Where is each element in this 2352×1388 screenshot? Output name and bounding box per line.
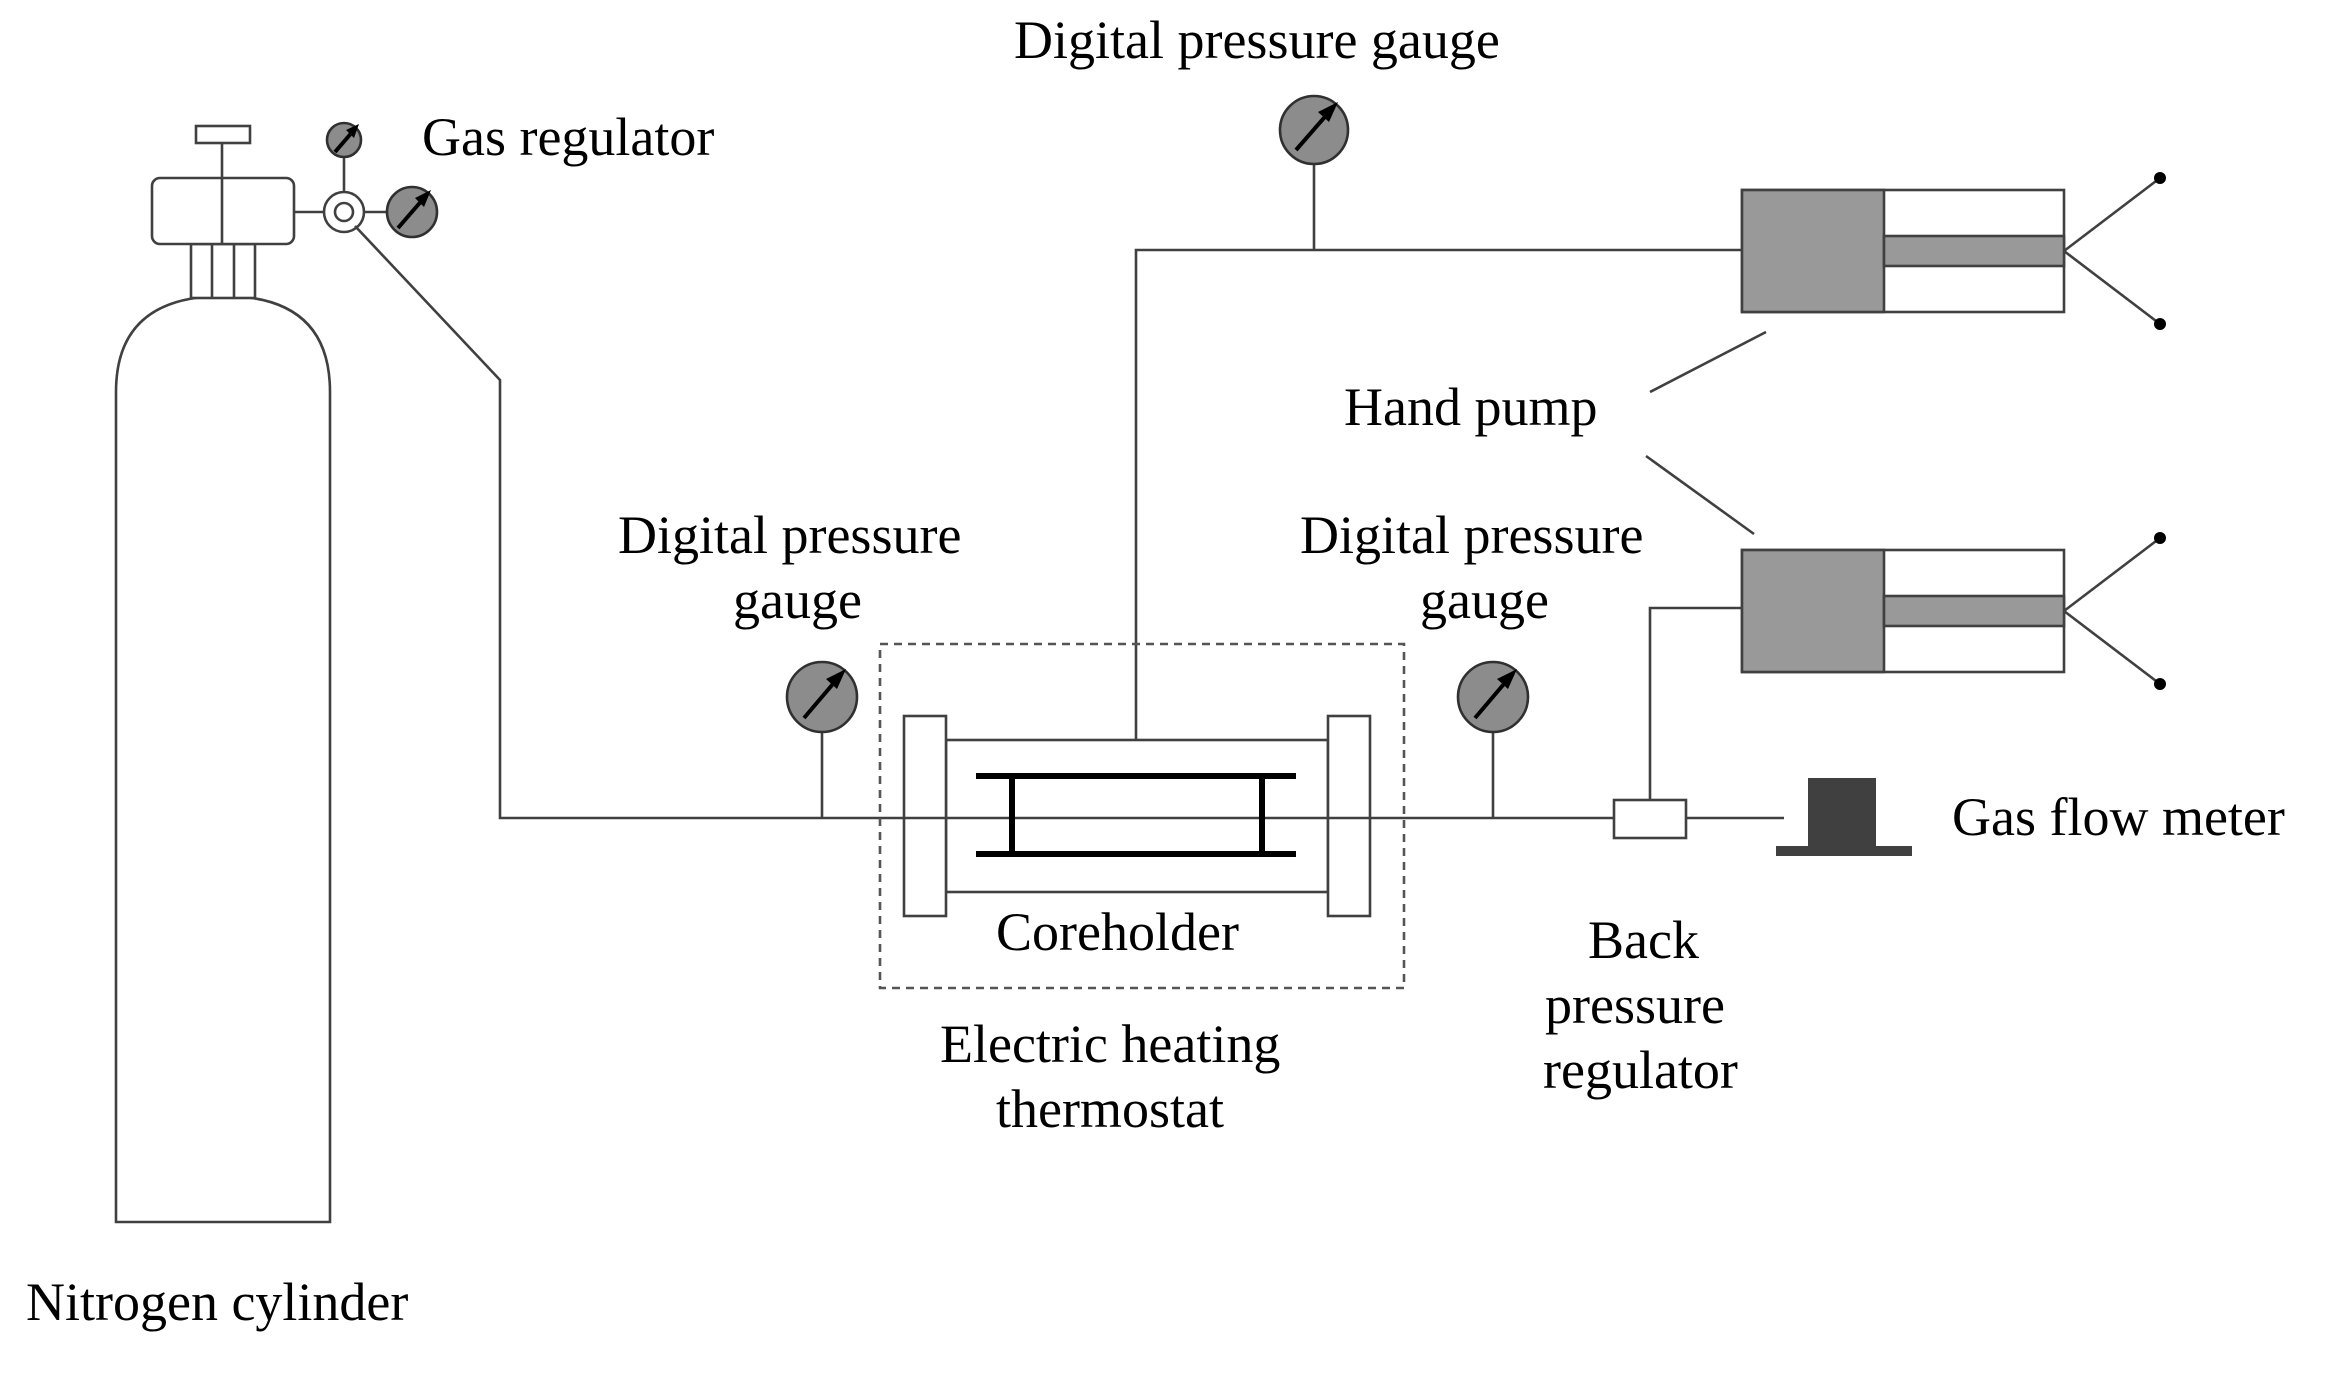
hand-pump-leader-upper: [1649, 330, 1767, 394]
coreholder: [902, 714, 1372, 918]
piping: [354, 162, 1784, 820]
hand-pump-lower: [1740, 532, 2166, 690]
coreholder-label: Coreholder: [996, 902, 1239, 962]
bpr-label-line3: regulator: [1543, 1040, 1738, 1100]
top-gauge-label: Digital pressure gauge: [1014, 10, 1500, 70]
left-gauge-label-line2: gauge: [733, 570, 862, 630]
back-pressure-regulator: [1612, 798, 1688, 840]
gas-regulator-label: Gas regulator: [422, 107, 714, 167]
top-pressure-gauge-icon: [1278, 94, 1350, 166]
gas-flow-meter: [1776, 778, 1912, 856]
nitrogen-cylinder: [114, 124, 332, 1224]
left-pressure-gauge-icon: [785, 660, 859, 734]
bpr-label-line2: pressure: [1545, 975, 1725, 1035]
hand-pump-upper: [1740, 172, 2166, 330]
hand-pump-leader-lower: [1645, 454, 1755, 536]
regulator-gauge-icon: [385, 185, 439, 239]
gas-flow-meter-label: Gas flow meter: [1952, 787, 2285, 847]
right-gauge-label-line2: gauge: [1420, 570, 1549, 630]
regulator-small-gauge-icon: [325, 121, 363, 159]
hand-pump-label: Hand pump: [1344, 377, 1597, 437]
thermostat-label-line1: Electric heating: [940, 1014, 1280, 1074]
right-gauge-label-line1: Digital pressure: [1300, 505, 1643, 565]
thermostat-label-line2: thermostat: [996, 1079, 1224, 1139]
left-gauge-label-line1: Digital pressure: [618, 505, 961, 565]
right-pressure-gauge-icon: [1456, 660, 1530, 734]
bpr-label-line1: Back: [1588, 910, 1699, 970]
gas-regulator: [294, 121, 439, 239]
nitrogen-cylinder-label: Nitrogen cylinder: [26, 1272, 408, 1332]
